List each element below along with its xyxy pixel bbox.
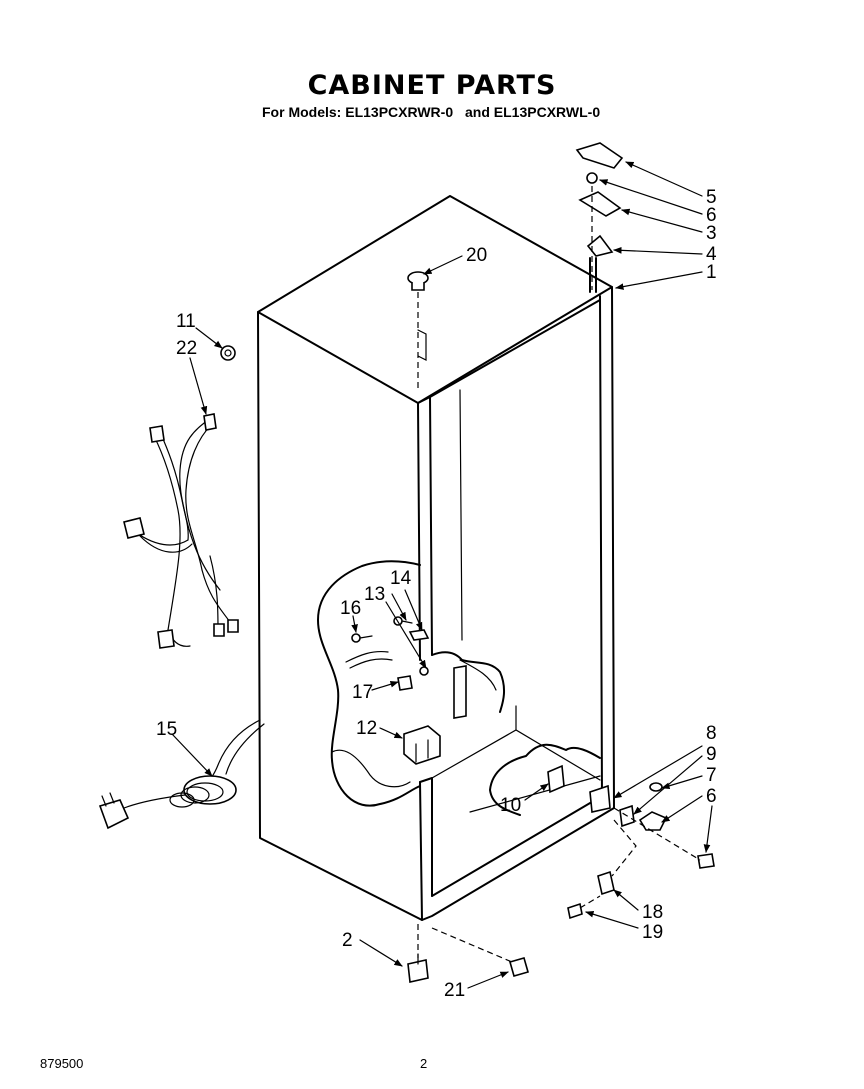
wire-harness (123, 413, 239, 649)
top-hinge (578, 191, 622, 217)
callout-6-bottom: 6 (706, 786, 717, 807)
document-number: 879500 (40, 1056, 84, 1071)
hinge-cover (575, 142, 624, 169)
callout-10: 10 (500, 795, 521, 816)
interior-parts (345, 616, 467, 765)
power-cord (98, 719, 265, 830)
callout-6-top: 6 (706, 205, 717, 226)
models-subtitle: For Models: EL13PCXRWR-0 and EL13PCXRWL-… (262, 104, 600, 120)
callout-18: 18 (642, 902, 663, 923)
callout-11: 11 (176, 311, 196, 332)
callout-13: 13 (364, 584, 385, 605)
hinge-screw-top (586, 172, 598, 184)
cutaway-outline (317, 560, 601, 816)
relay-block (403, 725, 441, 765)
callout-12: 12 (356, 718, 377, 739)
top-plug (407, 271, 429, 390)
callout-9: 9 (706, 744, 717, 765)
bracket-part (547, 764, 565, 794)
callout-14: 14 (390, 568, 412, 589)
callout-21: 21 (444, 980, 465, 1001)
callout-1: 1 (706, 262, 717, 283)
callout-4: 4 (706, 244, 717, 265)
hinge-shim (586, 234, 614, 257)
page-number: 2 (420, 1056, 428, 1071)
models-prefix: For Models: (262, 104, 342, 120)
callout-7: 7 (706, 765, 717, 786)
cabinet-body (257, 195, 615, 921)
callout-3: 3 (706, 223, 717, 244)
callout-5: 5 (706, 187, 717, 208)
lower-hinge-parts (589, 782, 715, 869)
page-title: CABINET PARTS (307, 70, 557, 101)
model-a: EL13PCXRWR-0 (345, 104, 454, 120)
models-joiner: and (465, 104, 490, 120)
callout-2: 2 (342, 930, 353, 951)
callout-labels: 5 6 3 4 1 20 11 22 14 13 16 17 12 15 10 … (156, 187, 717, 1001)
bottom-parts (407, 819, 637, 983)
leader-arrows (171, 161, 713, 989)
callout-22: 22 (176, 338, 197, 359)
nut-part (220, 345, 236, 361)
callout-20: 20 (466, 245, 487, 266)
model-b: EL13PCXRWL-0 (493, 104, 601, 120)
callout-15: 15 (156, 719, 177, 740)
callout-8: 8 (706, 723, 717, 744)
callout-19: 19 (642, 922, 663, 943)
callout-16: 16 (340, 598, 361, 619)
top-hinge-parts (575, 142, 624, 293)
callout-17: 17 (352, 682, 373, 703)
